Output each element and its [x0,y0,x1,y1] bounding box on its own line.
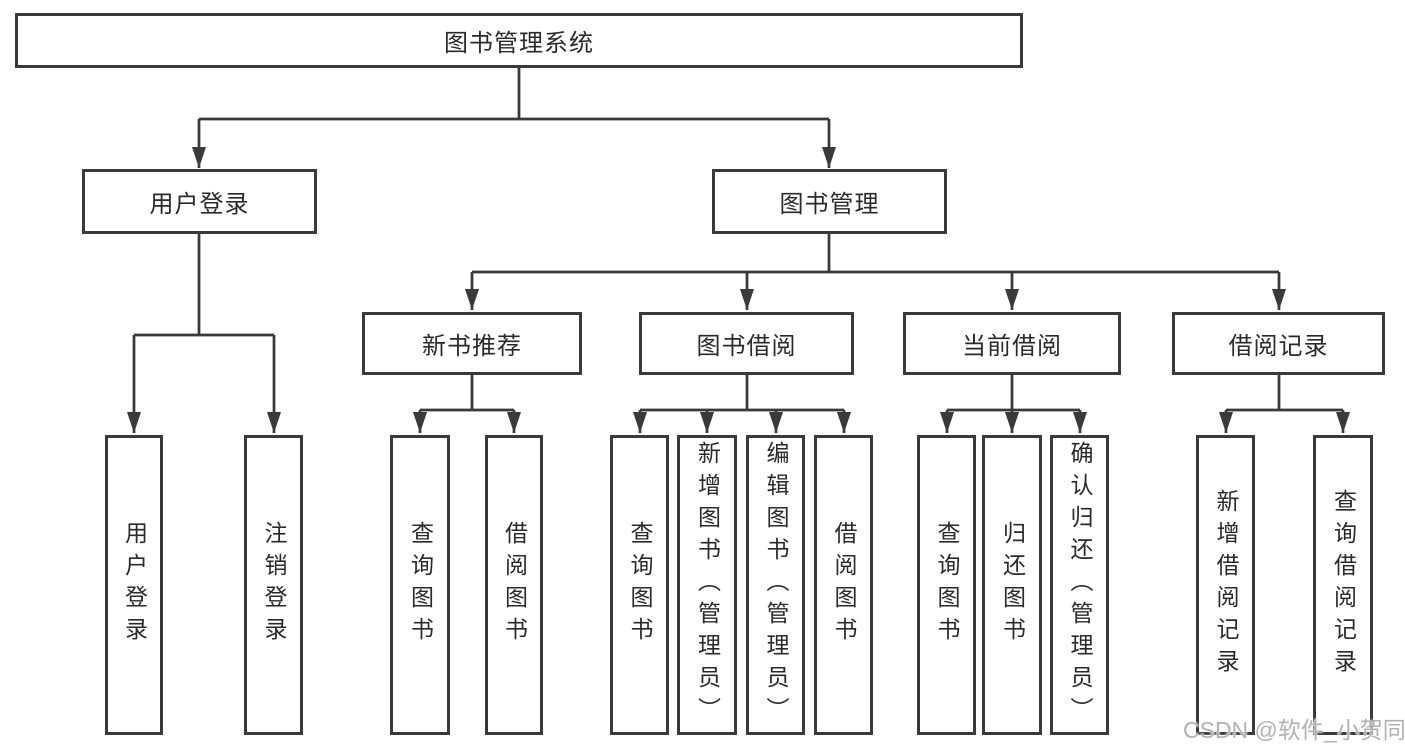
leaf-add-borrow-record: 新增借阅记录 [1196,435,1255,735]
leaf-query-books-current: 查询图书 [917,435,976,735]
node-borrowing-records: 借阅记录 [1172,312,1385,375]
leaf-logout-login: 注销登录 [244,435,303,735]
node-label: 图书管理系统 [444,30,594,57]
leaf-user-login: 用户登录 [105,435,163,735]
node-label: 新书推荐 [422,333,522,360]
node-label: 归还图书 [999,521,1026,649]
leaf-borrow-books-recommend: 借阅图书 [485,435,543,735]
node-book-management: 图书管理 [712,169,947,234]
csdn-watermark: CSDN @软件_小贺同学 [1183,717,1405,743]
node-label: 借阅图书 [501,521,528,649]
connector-user-login-bus [134,234,274,337]
node-new-book-recommendation: 新书推荐 [362,312,582,375]
node-label: 查询图书 [407,521,434,649]
node-label: 查询图书 [627,521,653,649]
node-label: 图书借阅 [696,333,797,360]
node-label: 注销登录 [261,521,287,649]
node-label: 新增借阅记录 [1213,489,1239,681]
node-label: 用户登录 [121,521,148,649]
connector-borrowing-records-bus [1226,375,1343,412]
node-label: 编辑图书（管理员） [763,441,789,729]
leaf-confirm-return-admin: 确认归还（管理员） [1050,435,1109,735]
node-label: 借阅记录 [1228,333,1329,360]
node-label: 借阅图书 [831,521,857,649]
node-label: 查询图书 [934,521,960,649]
connector-new-book-bus [420,375,514,412]
connector-current-borrowing-bus [947,375,1080,412]
node-label: 新增图书（管理员） [694,441,721,729]
connector-root-bus [199,68,829,121]
node-label: 当前借阅 [962,333,1062,360]
node-library-management-system: 图书管理系统 [15,13,1023,68]
node-current-borrowing: 当前借阅 [903,312,1121,375]
node-label: 用户登录 [149,191,250,218]
leaf-query-books-recommend: 查询图书 [390,435,450,735]
leaf-borrow-books-borrowing: 借阅图书 [814,435,873,735]
node-book-borrowing: 图书借阅 [639,312,854,375]
node-user-login: 用户登录 [82,169,317,234]
leaf-return-books: 归还图书 [982,435,1042,735]
node-label: 确认归还（管理员） [1067,441,1093,729]
node-label: 图书管理 [779,191,880,218]
connector-book-borrowing-bus [640,375,844,412]
connector-book-management-bus [472,234,1279,274]
leaf-query-books-borrowing: 查询图书 [610,435,669,735]
leaf-query-borrow-record: 查询借阅记录 [1313,435,1373,735]
leaf-edit-books-admin: 编辑图书（管理员） [746,435,805,735]
leaf-add-books-admin: 新增图书（管理员） [677,435,737,735]
node-label: 查询借阅记录 [1330,489,1357,681]
